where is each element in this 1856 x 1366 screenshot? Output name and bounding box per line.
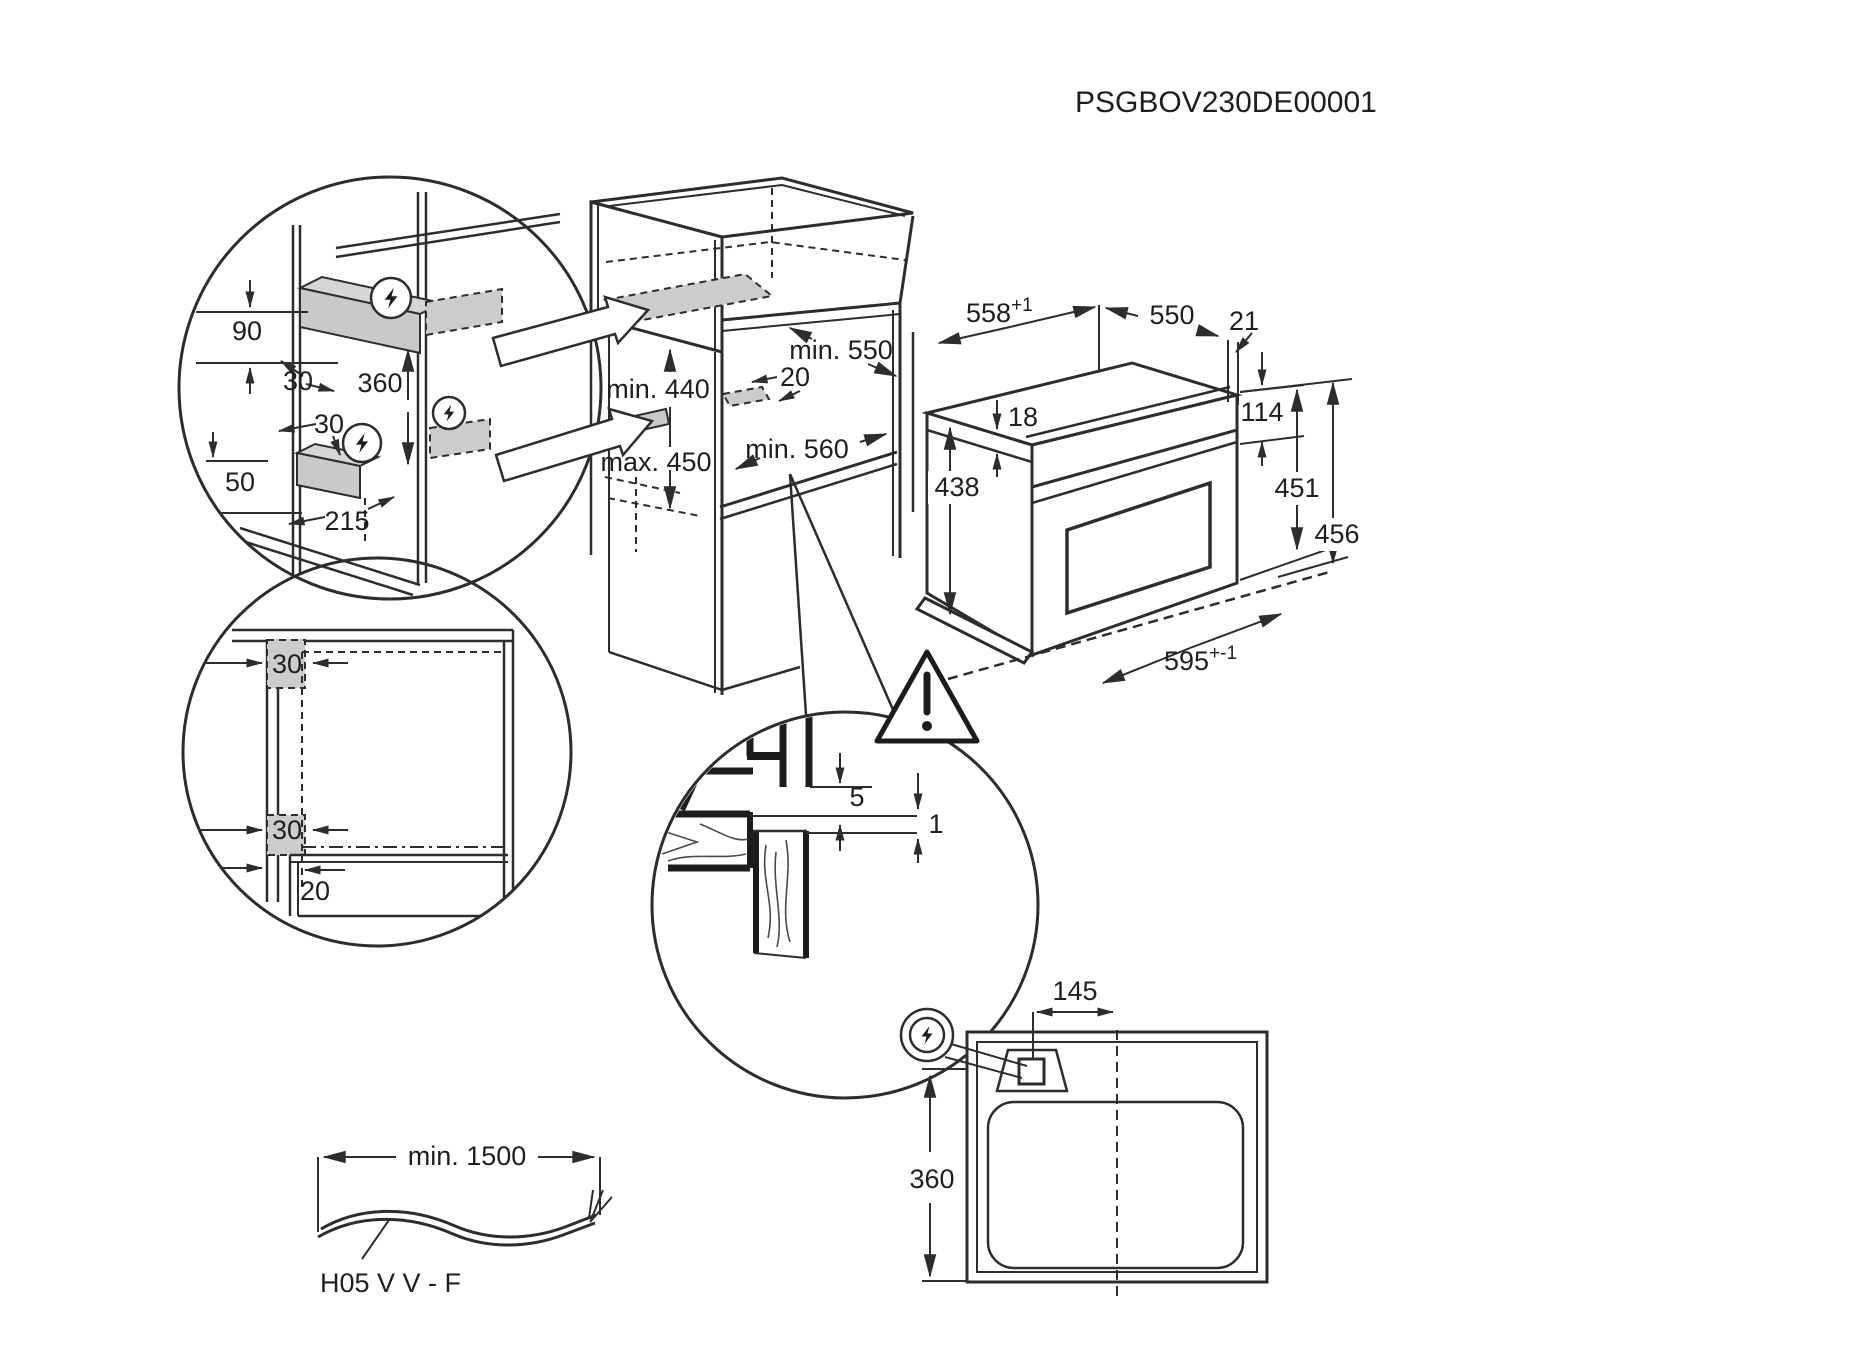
front-connection-detail-circle: 30 30 20 (181, 556, 573, 948)
dim-30-front-bottom-label: 30 (272, 815, 302, 845)
dim-114-label: 114 (1240, 397, 1283, 427)
dim-max450-label: max. 450 (600, 447, 711, 477)
gap-detail-circle: 5 1 (650, 473, 1040, 1100)
lightning-bolt-icon (899, 1007, 955, 1063)
connection-zone-niche (721, 385, 771, 408)
connection-zone-front-top (266, 639, 306, 689)
dim-30-top-label: 30 (283, 366, 313, 396)
cable-entry (1017, 1057, 1046, 1086)
detail-circle-outline (177, 175, 603, 601)
dim-456-label: 456 (1314, 519, 1359, 549)
detail-circle-outline (650, 710, 1040, 1100)
cable-line (320, 1209, 597, 1239)
dim-215-label: 215 (324, 506, 369, 536)
dim-145-label: 145 (1052, 976, 1097, 1006)
rear-view-diagram: 145 360 (899, 976, 1269, 1297)
dim-21-label: 21 (1229, 306, 1259, 336)
dim-550-label: 550 (1149, 300, 1194, 330)
cable-type-label: H05 V V - F (320, 1268, 461, 1298)
dim-30-mid-label: 30 (314, 409, 344, 439)
lightning-bolt-icon (369, 276, 413, 320)
oven-dimension-diagram: 558+1 550 21 18 114 438 451 (914, 295, 1365, 684)
dim-min550-label: min. 550 (789, 335, 893, 365)
dim-451-label: 451 (1274, 473, 1319, 503)
dim-20-label: 20 (780, 362, 810, 392)
callout-arrow-bottom (494, 407, 655, 483)
dim-min440-label: min. 440 (606, 374, 710, 404)
side-connection-detail-circle: 90 30 360 30 50 215 (177, 175, 655, 601)
dim-90-label: 90 (232, 316, 262, 346)
oven-door-window (1065, 480, 1212, 616)
dim-595-label: 595+-1 (1164, 643, 1237, 676)
connection-zone-front-bottom (266, 814, 306, 856)
dim-360-label: 360 (357, 368, 402, 398)
warning-triangle-icon (874, 649, 980, 744)
dim-20-front-label: 20 (300, 876, 330, 906)
dim-18-label: 18 (1008, 402, 1038, 432)
dim-1-label: 1 (928, 809, 943, 839)
callout-arrow-top (491, 295, 651, 368)
power-cable-diagram: min. 1500 H05 V V - F (317, 1138, 613, 1298)
dim-30-front-top-label: 30 (272, 649, 302, 679)
dim-360-label: 360 (909, 1164, 954, 1194)
rear-back-panel (986, 1100, 1245, 1270)
dim-50-label: 50 (225, 467, 255, 497)
detail-circle-outline (181, 556, 573, 948)
page-title: PSGBOV230DE00001 (1075, 86, 1377, 119)
dim-558-label: 558+1 (966, 295, 1033, 328)
lightning-bolt-icon (341, 422, 383, 464)
dim-min560-label: min. 560 (745, 434, 849, 464)
lightning-bolt-icon (431, 395, 467, 431)
dim-5-label: 5 (849, 782, 864, 812)
dim-min1500-label: min. 1500 (408, 1141, 527, 1171)
dim-438-label: 438 (934, 472, 979, 502)
